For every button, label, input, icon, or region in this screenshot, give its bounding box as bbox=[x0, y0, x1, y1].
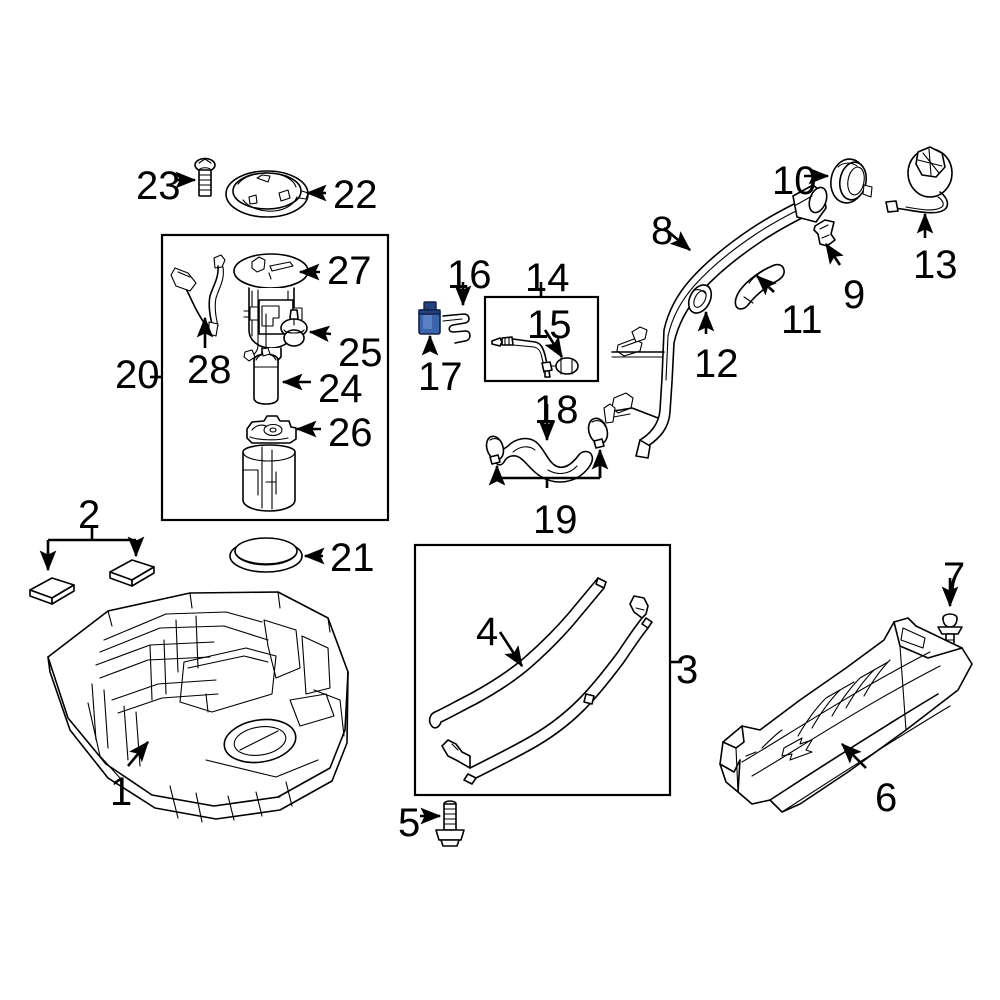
part-fuel-tank bbox=[47, 591, 349, 823]
part-pipe-grommet bbox=[687, 284, 713, 314]
part-fuel-level-sender bbox=[170, 254, 226, 337]
callout-label-7[interactable]: 7 bbox=[943, 555, 966, 599]
part-fuel-pump-lock-ring bbox=[225, 170, 309, 218]
group-box-3-fuel-tank-strap bbox=[413, 543, 672, 797]
callout-label-17[interactable]: 17 bbox=[418, 355, 463, 399]
callout-label-10[interactable]: 10 bbox=[772, 159, 817, 203]
callout-label-23[interactable]: 23 bbox=[136, 164, 181, 208]
part-filler-pipe-clamp bbox=[813, 219, 836, 247]
callout-label-6[interactable]: 6 bbox=[875, 776, 898, 820]
callout-label-2[interactable]: 2 bbox=[78, 493, 101, 537]
part-filler-hose bbox=[734, 263, 785, 310]
part-fuel-tube bbox=[491, 336, 579, 378]
part-strap-bolt bbox=[435, 800, 465, 847]
callout-label-9[interactable]: 9 bbox=[843, 273, 866, 317]
part-fuel-pump-bracket bbox=[246, 415, 297, 444]
part-fuel-pump-tank-seal bbox=[229, 537, 303, 573]
part-fuel-filler-pipe bbox=[603, 184, 828, 459]
part-fuel-tank-heat-shield bbox=[719, 617, 973, 813]
leader-lines bbox=[39, 167, 959, 825]
callout-label-28[interactable]: 28 bbox=[187, 348, 232, 392]
callout-label-20[interactable]: 20 bbox=[115, 353, 160, 397]
callout-label-18[interactable]: 18 bbox=[534, 388, 579, 432]
callout-label-3[interactable]: 3 bbox=[676, 648, 699, 692]
callout-label-16[interactable]: 16 bbox=[447, 253, 492, 297]
callout-label-8[interactable]: 8 bbox=[651, 209, 674, 253]
callout-label-19[interactable]: 19 bbox=[533, 498, 578, 542]
part-filler-vent-hose bbox=[494, 437, 594, 483]
part-fuel-filler-cap bbox=[885, 146, 953, 214]
callout-label-5[interactable]: 5 bbox=[398, 801, 421, 845]
callout-label-13[interactable]: 13 bbox=[913, 243, 958, 287]
callout-label-4[interactable]: 4 bbox=[476, 610, 499, 654]
part-fuel-tank-strap bbox=[428, 577, 653, 785]
part-pressure-regulator bbox=[280, 309, 308, 347]
part-filler-neck-seal bbox=[830, 158, 873, 204]
callout-label-11[interactable]: 11 bbox=[781, 298, 823, 342]
callout-label-26[interactable]: 26 bbox=[328, 411, 373, 455]
part-pump-reservoir-cup bbox=[242, 444, 296, 512]
callout-label-22[interactable]: 22 bbox=[333, 173, 378, 217]
callout-label-27[interactable]: 27 bbox=[327, 249, 372, 293]
part-vent-hose bbox=[442, 313, 471, 344]
callout-label-12[interactable]: 12 bbox=[694, 342, 739, 386]
part-tank-cushion-pads bbox=[29, 559, 155, 605]
callout-label-24[interactable]: 24 bbox=[318, 367, 363, 411]
callout-label-14[interactable]: 14 bbox=[525, 256, 570, 300]
callout-label-15[interactable]: 15 bbox=[527, 303, 572, 347]
part-fuel-pump bbox=[253, 347, 279, 405]
part-lock-ring-screw bbox=[194, 157, 216, 197]
callout-label-1[interactable]: 1 bbox=[110, 770, 133, 814]
part-fuel-tube-connector-highlighted bbox=[418, 301, 441, 335]
part-hose-clamps bbox=[485, 417, 609, 465]
callout-label-25[interactable]: 25 bbox=[338, 331, 383, 375]
callout-label-21[interactable]: 21 bbox=[330, 536, 375, 580]
